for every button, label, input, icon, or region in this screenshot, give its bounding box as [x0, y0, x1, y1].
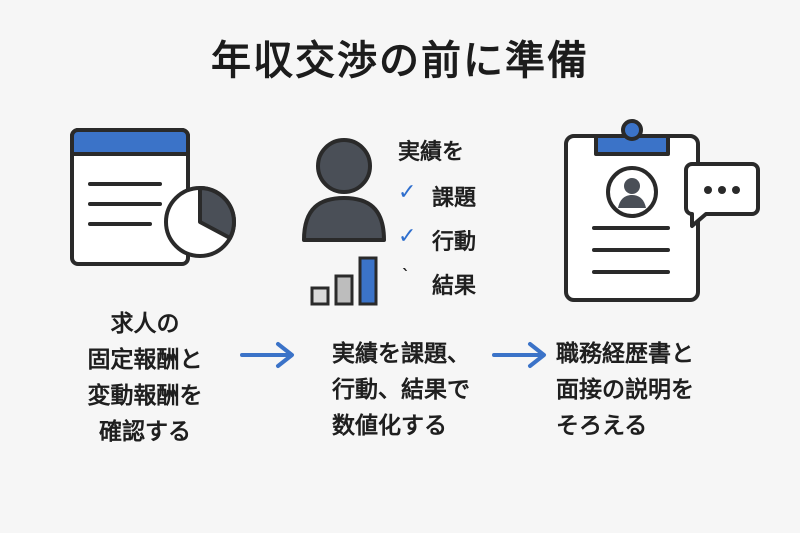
speech-bubble-icon: [684, 162, 760, 228]
step-2-text: 実績を課題、 行動、結果で 数値化する: [332, 341, 470, 439]
tick-mark-icon: `: [402, 266, 410, 285]
achievement-item: 結果: [432, 274, 477, 299]
arrow-right-icon: [240, 342, 294, 368]
pie-chart-icon: [164, 186, 236, 258]
profile-photo-icon: [606, 166, 658, 218]
achievement-item: 行動: [432, 230, 477, 255]
achievement-item: 課題: [432, 186, 477, 211]
check-icon: ✓: [398, 180, 417, 205]
page-title: 年収交渉の前に準備: [211, 38, 589, 84]
document-window-icon: [70, 128, 190, 266]
check-icon: ✓: [398, 224, 417, 249]
arrow-right-icon: [492, 342, 546, 368]
achievements-heading: 実績を: [398, 140, 465, 165]
step-1-text: 求人の 固定報酬と 変動報酬を 確認する: [87, 311, 203, 445]
step-3-text: 職務経歴書と 面接の説明を そろえる: [556, 341, 694, 439]
person-icon: [302, 138, 386, 242]
bar-chart-icon: [310, 256, 378, 306]
